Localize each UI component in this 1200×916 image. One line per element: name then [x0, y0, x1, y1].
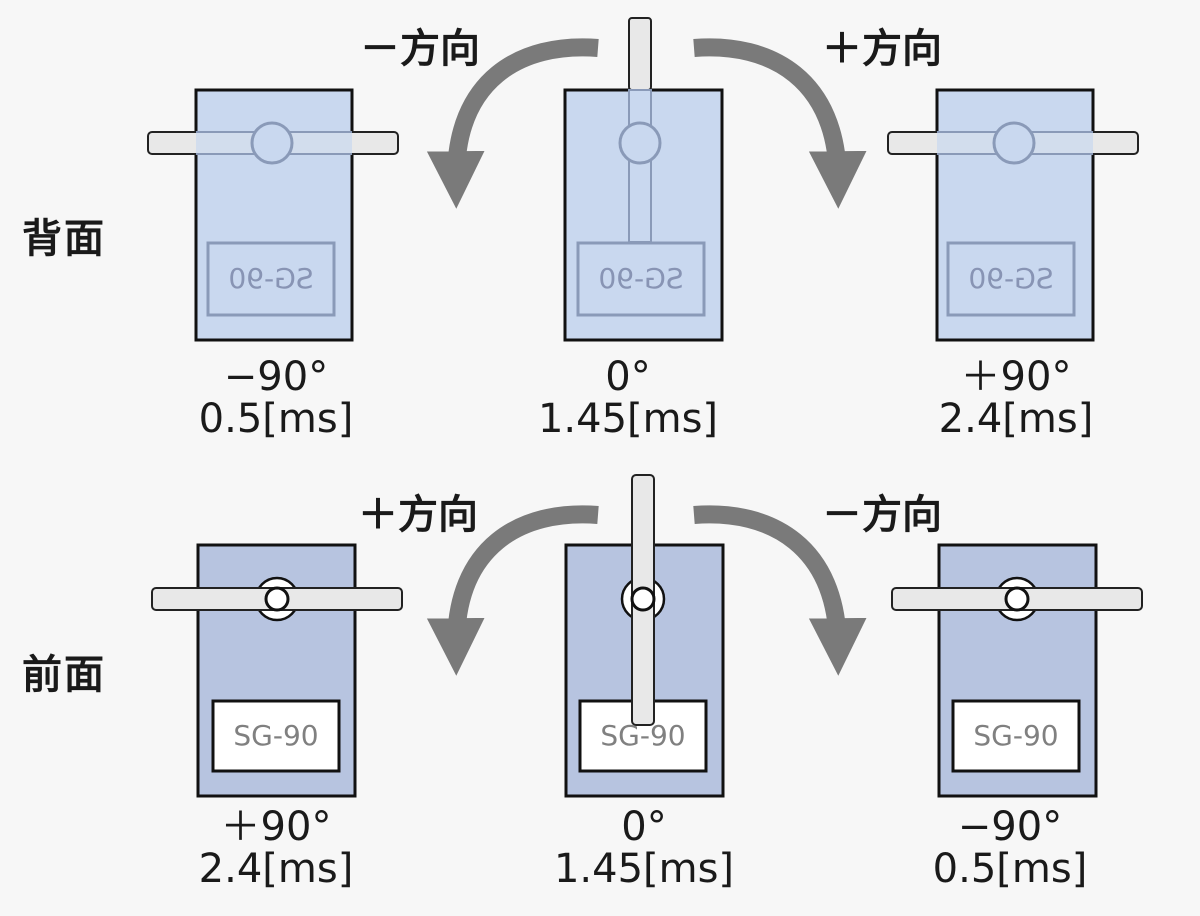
direction-label-back-right: ＋方向	[822, 26, 942, 72]
direction-label-front-right: －方向	[822, 492, 942, 538]
direction-label-front-left: ＋方向	[358, 492, 478, 538]
front-servo-left-model-label: SG-90	[233, 719, 319, 752]
front-right-pulse: 0.5[ms]	[932, 846, 1088, 892]
front-servo-right-model-label: SG-90	[973, 719, 1059, 752]
front-right-arrow	[693, 505, 867, 676]
front-servo-right-label-box	[951, 699, 1081, 773]
front-servo-left	[151, 543, 403, 798]
row-label-front: 前面	[22, 652, 106, 698]
back-right-angle: ＋90°	[960, 354, 1072, 400]
back-servo-left-label-box	[206, 241, 336, 317]
front-servo-right-hub	[1004, 586, 1030, 612]
back-servo-center-label-box	[576, 241, 706, 317]
front-servo-left-hub	[264, 586, 290, 612]
back-servo-right-hub	[992, 121, 1036, 165]
front-left-angle: ＋90°	[220, 804, 332, 850]
row-label-back: 背面	[22, 216, 106, 262]
back-servo-right-model-label: SG-90	[968, 262, 1054, 295]
back-servo-center-hub	[618, 121, 662, 165]
back-right-pulse: 2.4[ms]	[938, 396, 1094, 442]
back-center-angle: 0°	[605, 354, 651, 400]
front-servo-center-model-label: SG-90	[600, 719, 686, 752]
back-servo-center	[563, 17, 724, 342]
front-left-arrow	[426, 505, 599, 676]
back-center-pulse: 1.45[ms]	[537, 396, 719, 442]
front-left-pulse: 2.4[ms]	[198, 846, 354, 892]
back-servo-right-label-box	[946, 241, 1076, 317]
back-servo-left-model-label: SG-90	[228, 262, 314, 295]
front-right-angle: −90°	[957, 804, 1063, 850]
back-left-arrow	[426, 38, 599, 209]
back-servo-center-model-label: SG-90	[598, 262, 684, 295]
back-servo-left-hub	[250, 121, 294, 165]
front-center-angle: 0°	[621, 804, 667, 850]
front-servo-left-label-box	[211, 699, 341, 773]
front-center-pulse: 1.45[ms]	[553, 846, 735, 892]
front-servo-right	[891, 543, 1143, 798]
back-servo-center-arm	[628, 17, 652, 91]
back-servo-right	[887, 88, 1139, 342]
back-left-angle: −90°	[223, 354, 329, 400]
back-right-arrow	[693, 38, 867, 209]
back-left-pulse: 0.5[ms]	[198, 396, 354, 442]
front-servo-center	[564, 474, 725, 798]
front-servo-center-hub	[630, 586, 656, 612]
direction-label-back-left: －方向	[360, 26, 480, 72]
back-servo-left	[147, 88, 399, 342]
